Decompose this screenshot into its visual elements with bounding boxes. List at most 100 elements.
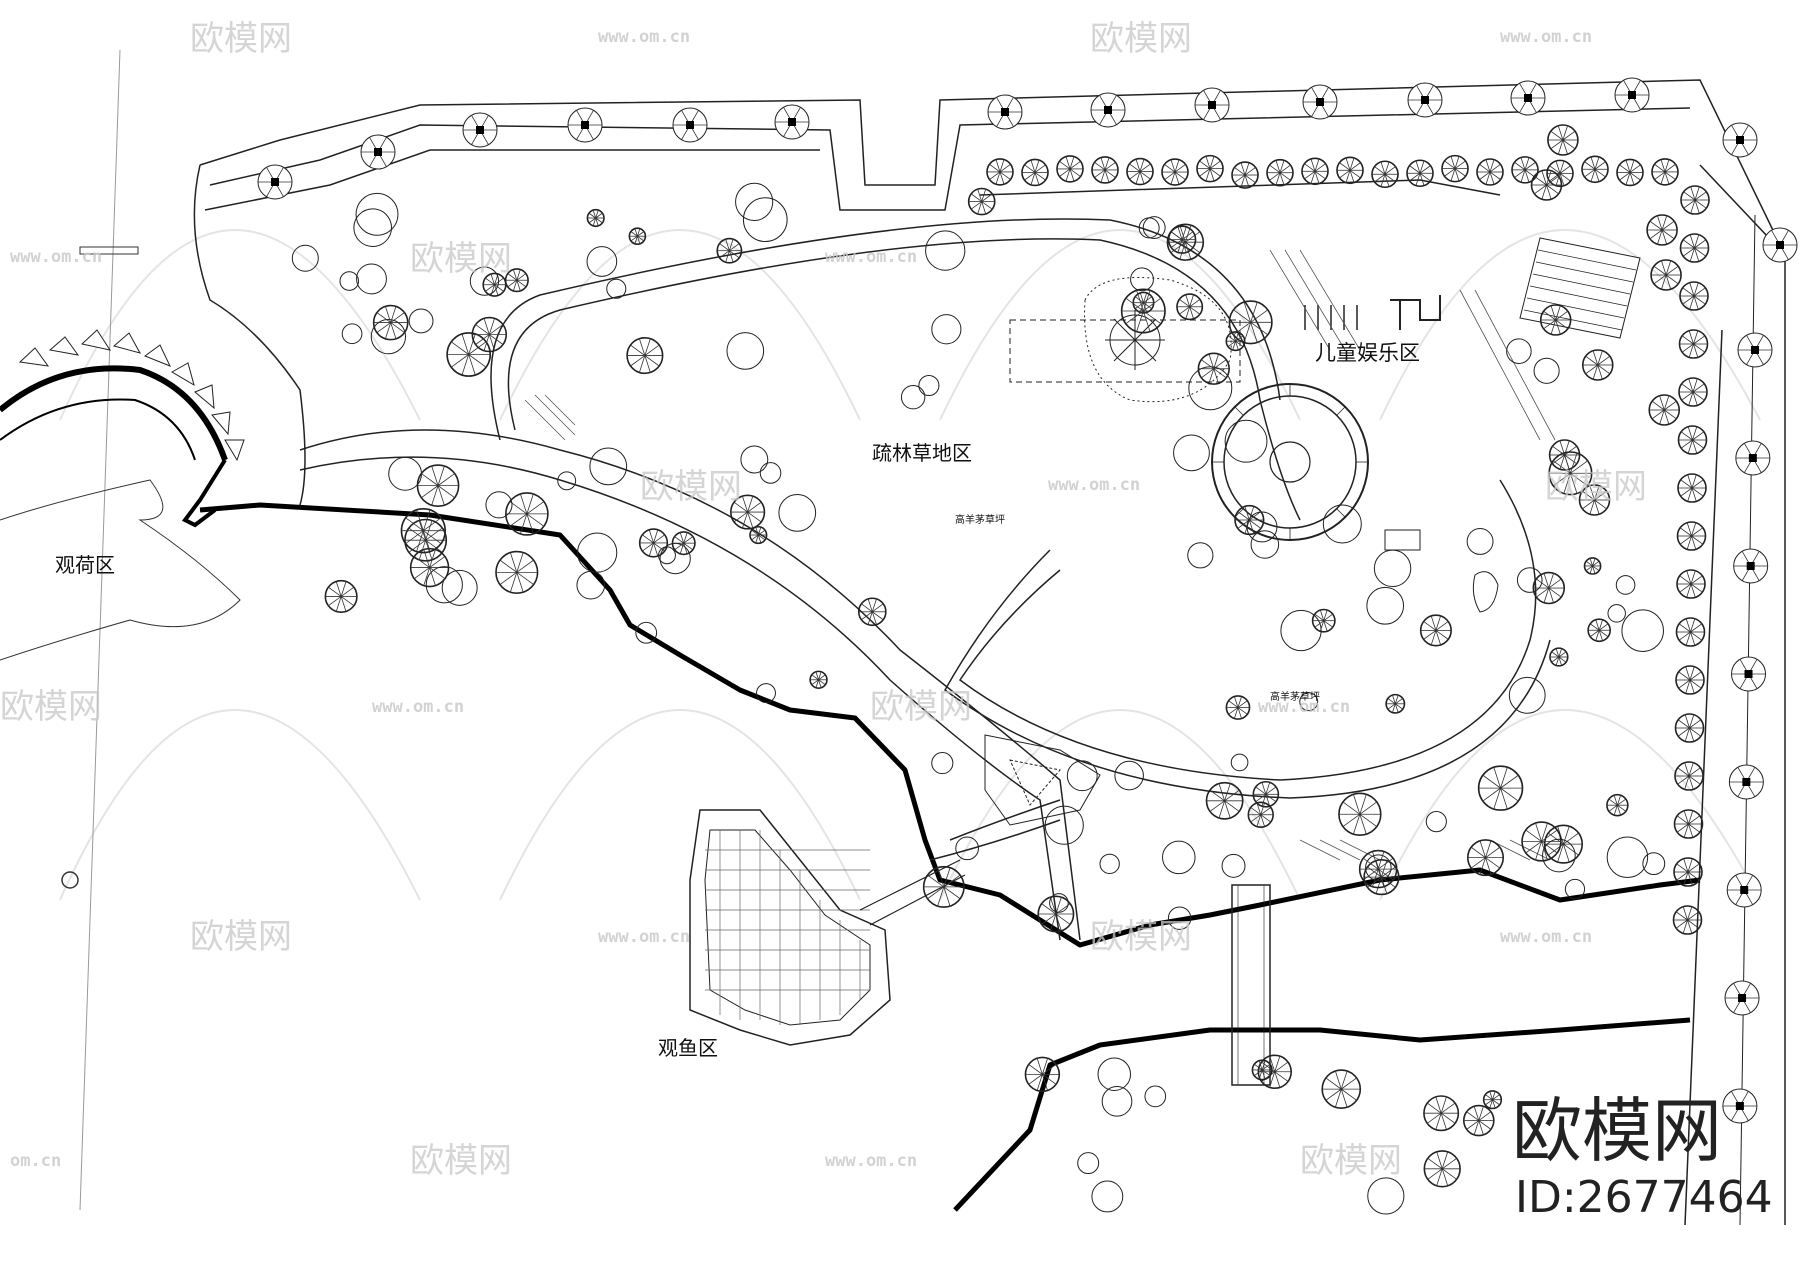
tree-symbol <box>1225 331 1246 352</box>
tree-symbol <box>504 268 529 293</box>
tree-symbol <box>1257 1054 1293 1090</box>
tree-symbol <box>1120 288 1166 334</box>
tree-symbol <box>339 271 360 291</box>
watermark-url-3: www.om.cn <box>825 247 917 267</box>
tree-symbol <box>1547 124 1579 156</box>
tree-symbol <box>1516 567 1543 593</box>
tree-symbol <box>742 197 788 243</box>
tree-symbol <box>1231 161 1259 189</box>
tree-symbol <box>1506 338 1532 364</box>
watermark-brand-5: 欧模网 <box>0 687 102 727</box>
tree-symbol <box>1466 839 1505 877</box>
tree-symbol <box>1099 853 1120 875</box>
zone-label-meadow: 疏林草地区 <box>872 441 972 465</box>
tree-symbol <box>749 525 768 545</box>
tree-symbol <box>1091 156 1119 184</box>
tree-symbol <box>918 374 940 397</box>
tree-symbol <box>1675 665 1705 695</box>
tree-symbol <box>606 278 627 299</box>
tree-symbol <box>1161 158 1189 186</box>
watermark-url-9: www.om.cn <box>825 1151 917 1171</box>
tree-symbol <box>1675 617 1706 647</box>
tree-symbol <box>1583 557 1602 575</box>
tree-symbol <box>1188 366 1233 411</box>
tree-symbol <box>1548 451 1593 496</box>
tree-symbol <box>1090 92 1126 128</box>
tree-symbol <box>1722 1088 1758 1124</box>
tree-symbol <box>586 208 605 228</box>
zone-label-kids: 儿童娱乐区 <box>1315 341 1420 365</box>
tree-symbol <box>1673 809 1704 839</box>
park-outer-edge <box>193 164 306 506</box>
tree-symbol <box>1678 377 1708 407</box>
watermark-url-10: www.om.cn <box>10 247 102 267</box>
tree-symbol <box>1679 233 1710 263</box>
tree-symbol <box>1731 656 1767 692</box>
tree-symbol <box>1228 300 1273 345</box>
tree-symbol <box>1677 473 1707 503</box>
tree-symbol <box>726 332 765 370</box>
sculpture-plaza <box>984 734 1101 826</box>
tree-symbol <box>1224 419 1268 463</box>
tree-symbol <box>469 266 500 296</box>
tree-symbol <box>1646 214 1678 246</box>
tree-symbol <box>730 494 766 530</box>
tree-symbol <box>1737 332 1773 368</box>
tree-symbol <box>1385 693 1406 714</box>
tree-symbol <box>1462 1104 1495 1137</box>
tree-symbol <box>409 547 450 588</box>
tree-symbol <box>1365 854 1392 881</box>
watermark-brand-8: 欧模网 <box>1090 917 1192 957</box>
tree-symbol <box>1126 157 1154 186</box>
tree-symbol <box>1366 586 1405 625</box>
tree-symbol <box>1196 154 1224 183</box>
tree-symbol <box>1477 765 1524 811</box>
tree-symbol <box>809 670 828 689</box>
tree-symbol <box>1197 352 1230 385</box>
hatched-beds <box>524 249 1556 861</box>
tree-symbol <box>356 263 387 295</box>
tree-symbol <box>931 752 954 775</box>
tree-symbol <box>446 332 492 377</box>
left-marker <box>79 246 139 255</box>
tree-symbol <box>1167 225 1197 254</box>
tree-symbol <box>1101 1086 1133 1117</box>
tree-symbol <box>291 244 319 272</box>
tree-symbol <box>505 492 549 536</box>
tree-symbol <box>1621 609 1664 652</box>
tree-symbol <box>1230 753 1249 772</box>
tree-symbol <box>967 187 996 216</box>
tree-symbol <box>1722 122 1758 158</box>
tree-symbol <box>987 94 1023 130</box>
tree-symbol <box>1650 259 1682 291</box>
tree-symbol <box>353 208 393 247</box>
tree-symbol <box>1311 608 1336 633</box>
tree-symbol <box>471 316 508 353</box>
tree-symbol <box>1132 291 1155 314</box>
tree-symbol <box>1476 158 1504 186</box>
tree-symbol <box>716 237 743 264</box>
survey-point <box>61 871 79 889</box>
tree-symbol <box>1358 849 1398 889</box>
watermark-brand-2: 欧模网 <box>1090 19 1192 59</box>
watermark-url-2: www.om.cn <box>1500 27 1592 47</box>
tree-symbol <box>1167 906 1192 930</box>
watermark-url-5: www.om.cn <box>372 697 464 717</box>
tree-symbol <box>1024 1056 1061 1093</box>
tree-symbol <box>1250 530 1280 559</box>
tree-symbol <box>1187 542 1214 569</box>
tree-symbol <box>1021 158 1049 187</box>
tree-symbol <box>1044 805 1084 845</box>
tree-symbol <box>1542 838 1576 873</box>
tree-symbol <box>1144 1085 1167 1108</box>
tree-symbol <box>1252 780 1280 808</box>
zone-label-fish: 观鱼区 <box>658 1036 718 1060</box>
tree-symbol <box>1114 760 1144 791</box>
tree-symbol <box>1367 1177 1405 1215</box>
tree-symbol <box>1510 80 1546 116</box>
tree-symbol <box>495 550 539 594</box>
tree-symbol <box>485 491 513 519</box>
play-equipment <box>1009 277 1499 613</box>
watermark-layer: 欧模网 欧模网 欧模网 欧模网 欧模网 欧模网 欧模网 欧模网 欧模网 欧模网 … <box>0 19 1647 1181</box>
tree-symbol <box>1321 1069 1362 1109</box>
